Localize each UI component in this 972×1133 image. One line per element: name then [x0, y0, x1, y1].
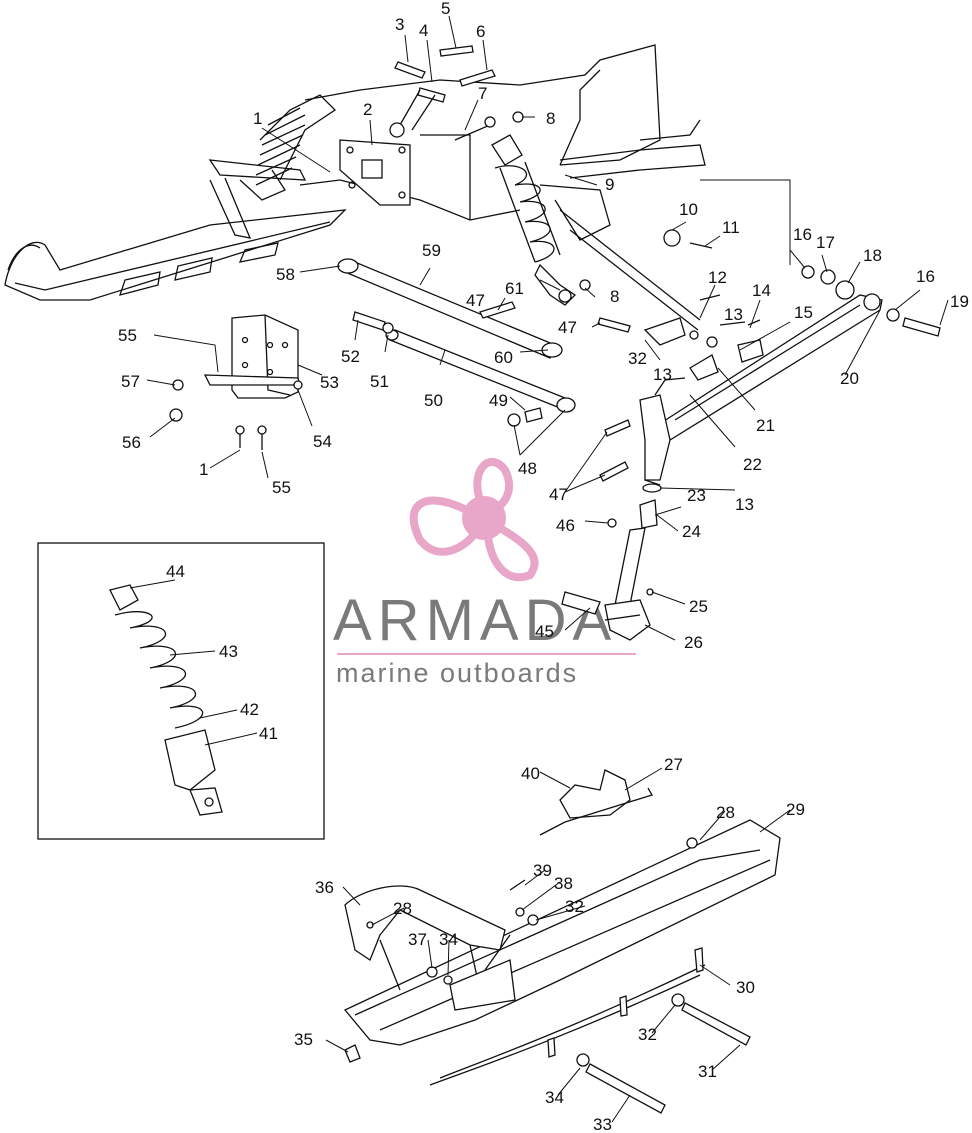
upper-pivot-bolts [389, 45, 524, 141]
left-ski-assembly [4, 94, 347, 301]
callout-6: 6 [476, 22, 485, 41]
callout-1: 1 [253, 109, 262, 128]
callout-40: 40 [521, 764, 540, 783]
right-shock-absorber [491, 134, 577, 306]
callout-17: 17 [816, 233, 835, 252]
callout-5: 5 [441, 0, 450, 18]
callout-16: 16 [793, 225, 812, 244]
callout-47: 47 [549, 485, 568, 504]
mounting-bracket [203, 314, 301, 399]
watermark-tagline: marine outboards [336, 658, 578, 688]
callout-59: 59 [422, 241, 441, 260]
callout-58: 58 [276, 265, 295, 284]
callout-51: 51 [370, 372, 389, 391]
callout-52: 52 [341, 347, 360, 366]
callout-20: 20 [840, 369, 859, 388]
callout-34: 34 [545, 1088, 564, 1107]
callout-36: 36 [315, 878, 334, 897]
callout-8: 8 [546, 109, 555, 128]
callout-12: 12 [708, 268, 727, 287]
callout-56: 56 [122, 433, 141, 452]
watermark-propeller-icon [409, 458, 539, 582]
callout-labels: 1 1 2 3 4 5 6 7 8 8 9 10 11 12 13 13 13 … [118, 0, 969, 1133]
callout-29: 29 [786, 800, 805, 819]
callout-32: 32 [638, 1025, 657, 1044]
callout-53: 53 [320, 373, 339, 392]
callout-2: 2 [363, 100, 372, 119]
callout-3: 3 [395, 15, 404, 34]
callout-57: 57 [121, 372, 140, 391]
callout-47: 47 [466, 291, 485, 310]
callout-8: 8 [610, 287, 619, 306]
callout-13: 13 [653, 365, 672, 384]
callout-18: 18 [863, 246, 882, 265]
callout-34: 34 [439, 930, 458, 949]
callout-7: 7 [478, 84, 487, 103]
callout-33: 33 [593, 1115, 612, 1133]
callout-22: 22 [743, 455, 762, 474]
callout-11: 11 [722, 218, 740, 237]
upper-a-arm [539, 184, 701, 331]
callout-13: 13 [735, 495, 754, 514]
callout-28: 28 [716, 803, 735, 822]
ski-spindle [604, 377, 686, 641]
right-hardware [643, 229, 941, 381]
callout-16: 16 [916, 267, 935, 286]
callout-32: 32 [628, 349, 647, 368]
callout-55: 55 [272, 478, 291, 497]
shock-inset-panel [37, 542, 325, 840]
callout-15: 15 [794, 303, 813, 322]
callout-48: 48 [518, 459, 537, 478]
callout-21: 21 [756, 416, 775, 435]
callout-1: 1 [199, 460, 208, 479]
callout-4: 4 [419, 21, 428, 40]
callout-37: 37 [408, 930, 427, 949]
callout-26: 26 [684, 633, 703, 652]
ski-saddle [539, 769, 653, 836]
callout-14: 14 [752, 281, 771, 300]
callout-49: 49 [489, 391, 508, 410]
callout-28: 28 [393, 899, 412, 918]
callout-50: 50 [424, 391, 443, 410]
callout-54: 54 [313, 432, 332, 451]
callout-46: 46 [556, 516, 575, 535]
callout-44: 44 [166, 562, 185, 581]
callout-13: 13 [724, 305, 743, 324]
frame-bulkhead [299, 44, 706, 221]
callout-55: 55 [118, 326, 137, 345]
callout-9: 9 [605, 175, 614, 194]
callout-10: 10 [679, 200, 698, 219]
callout-41: 41 [259, 724, 278, 743]
callout-35: 35 [294, 1030, 313, 1049]
callout-19: 19 [950, 292, 969, 311]
callout-25: 25 [689, 597, 708, 616]
callout-32: 32 [565, 897, 584, 916]
callout-42: 42 [240, 700, 259, 719]
callout-27: 27 [664, 755, 683, 774]
callout-23: 23 [687, 486, 706, 505]
callout-60: 60 [494, 348, 513, 367]
callout-45: 45 [535, 622, 554, 641]
callout-38: 38 [554, 874, 573, 893]
callout-31: 31 [698, 1062, 717, 1081]
callout-24: 24 [682, 522, 701, 541]
leader-lines [129, 15, 949, 1123]
left-shock-coil [239, 107, 306, 201]
callout-39: 39 [533, 861, 552, 880]
callout-61: 61 [505, 279, 524, 298]
callout-30: 30 [736, 978, 755, 997]
misc-fasteners [169, 279, 654, 615]
callout-47: 47 [558, 318, 577, 337]
callout-43: 43 [219, 642, 238, 661]
ski-runner-assembly [343, 819, 781, 1114]
